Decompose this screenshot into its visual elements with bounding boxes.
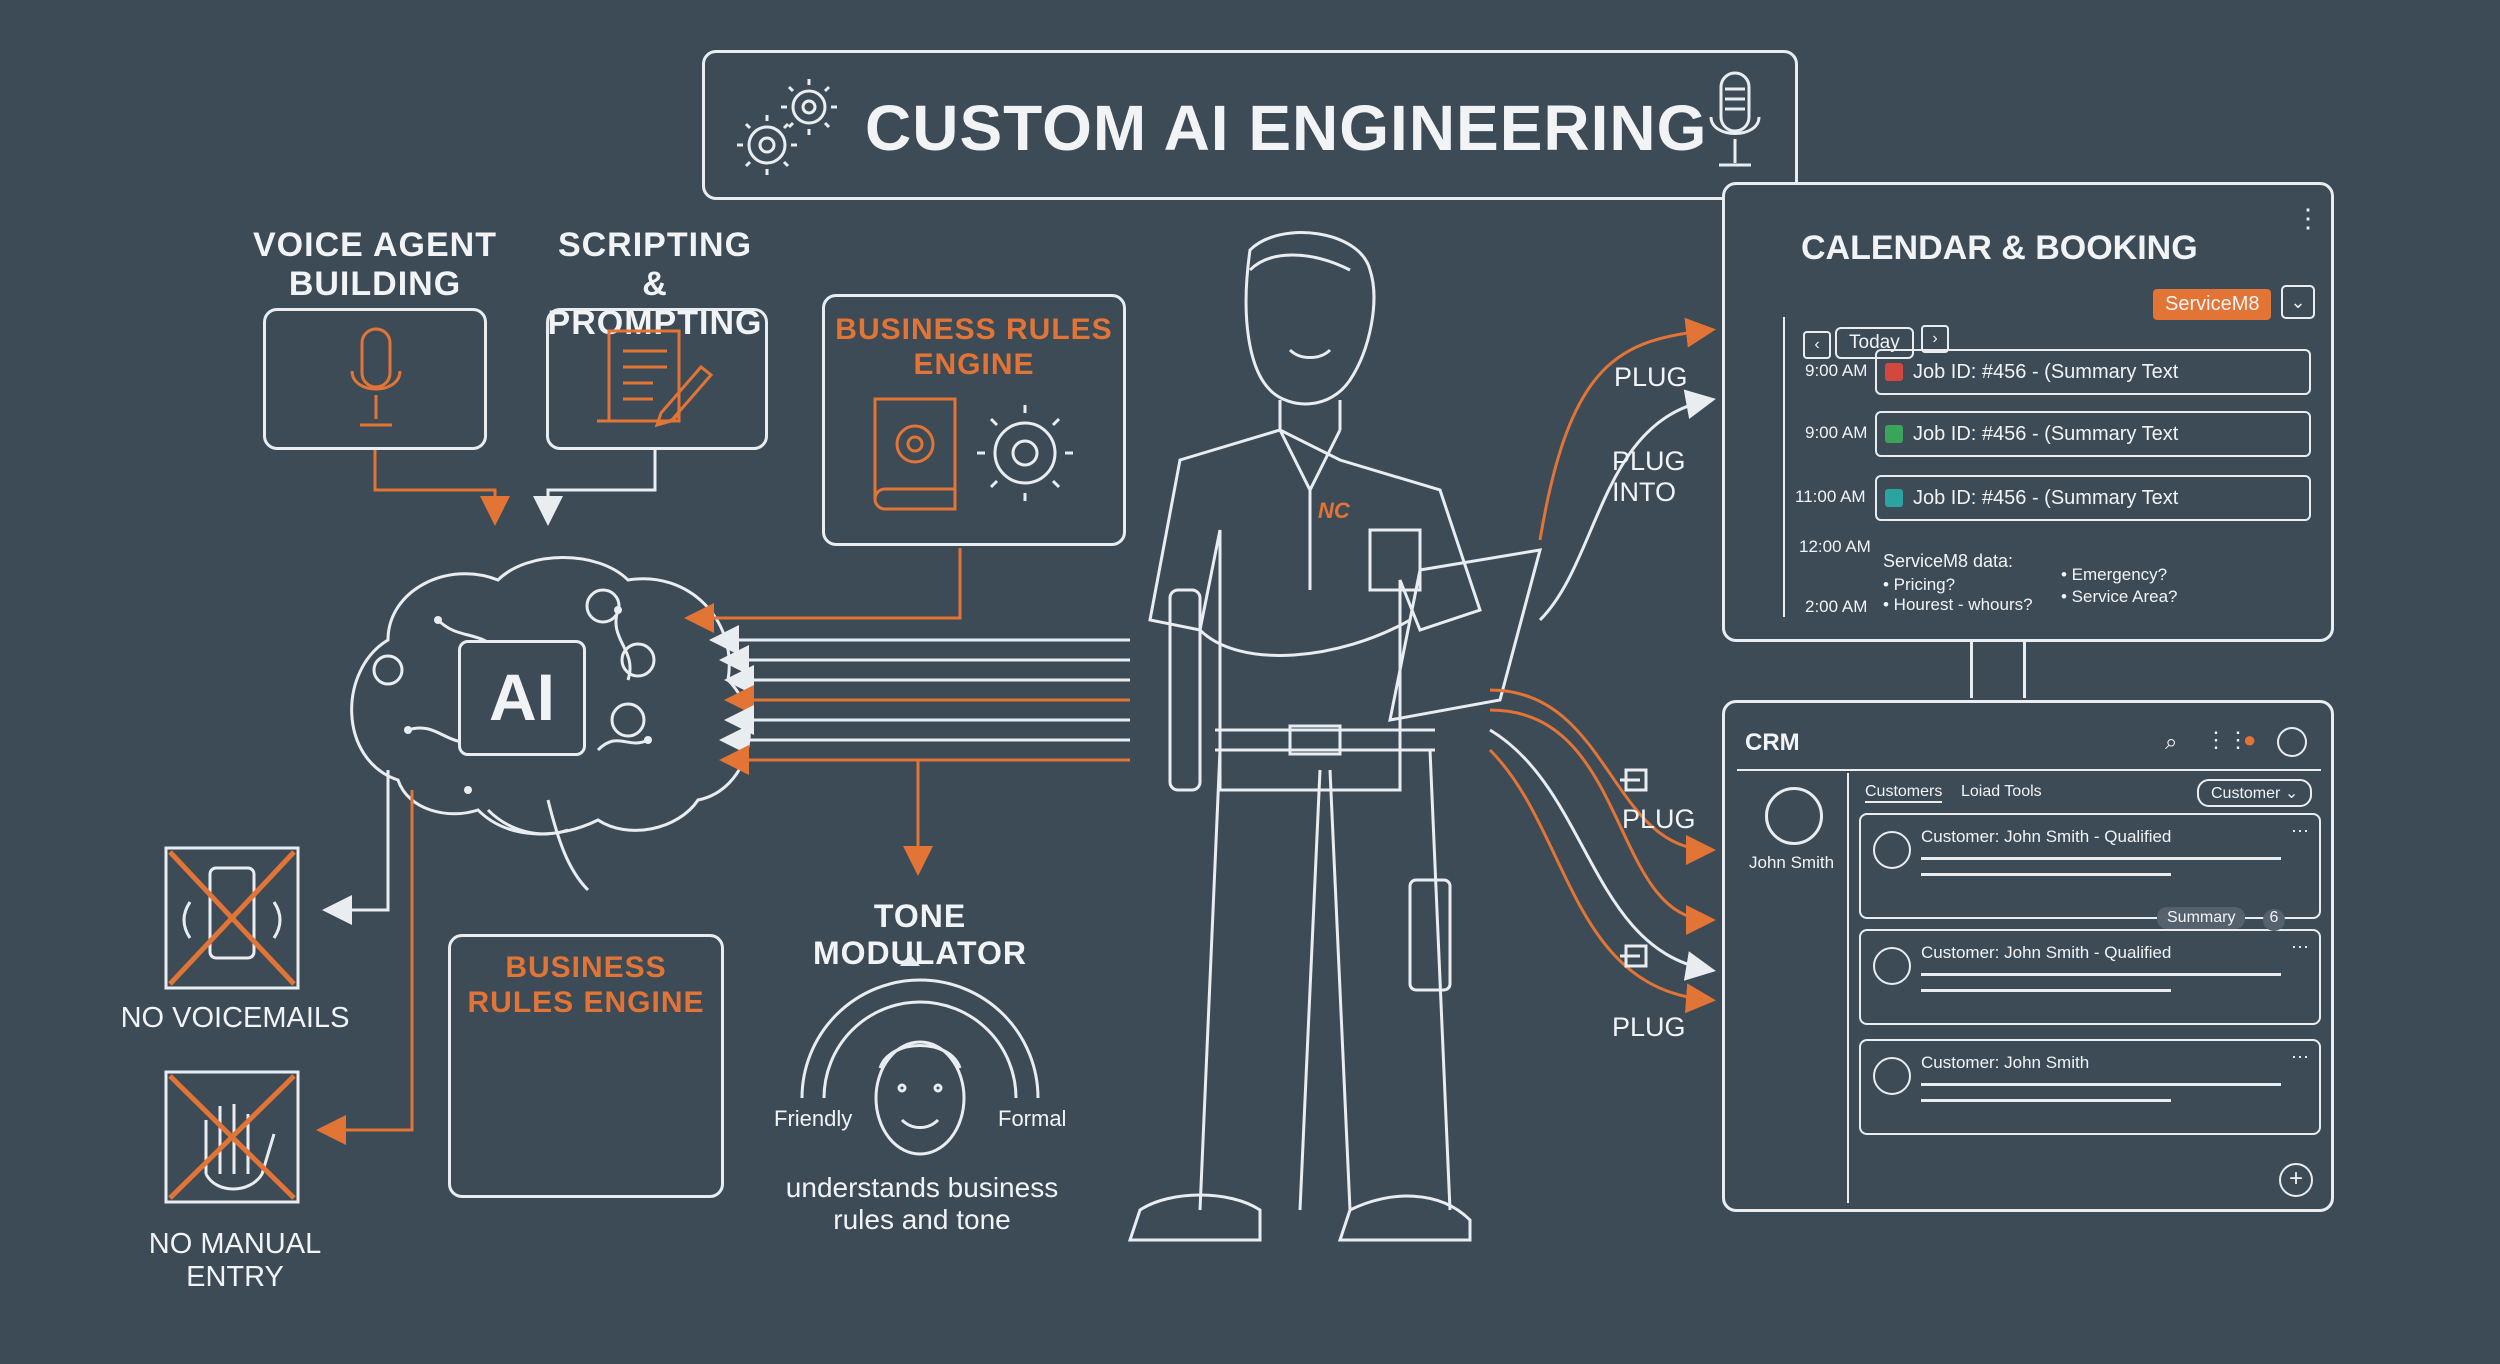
customer-card-text: Customer: John Smith - Qualified <box>1921 943 2172 962</box>
job-status-icon <box>1885 363 1903 381</box>
business-rules-label: BUSINESS RULES ENGINE <box>835 313 1113 381</box>
crm-tab-customers[interactable]: Customers <box>1865 783 1943 803</box>
time-label: 9:00 AM <box>1805 361 1868 380</box>
customer-card[interactable]: Customer: John Smith ⋯ <box>1859 1039 2321 1135</box>
customer-card[interactable]: Customer: John Smith - Qualified ⋯ <box>1859 813 2321 919</box>
customer-card-text: Customer: John Smith <box>1921 1053 2090 1072</box>
tone-friendly-label: Friendly <box>774 1106 853 1131</box>
no-manual-entry-label: NO MANUAL ENTRY <box>148 1228 322 1293</box>
summary-button[interactable]: Summary <box>2157 907 2246 929</box>
card-menu-icon[interactable]: ⋯ <box>2291 1047 2309 1067</box>
add-button[interactable]: + <box>2279 1163 2313 1197</box>
script-pen-icon <box>597 329 714 428</box>
plug-label-3: PLUG <box>1622 804 1696 834</box>
placeholder-line <box>1921 857 2281 860</box>
time-label: 12:00 AM <box>1799 537 1871 556</box>
engineer-figure <box>1127 231 1543 1242</box>
customer-avatar-icon <box>1873 947 1911 985</box>
plug-label-4: PLUG <box>1612 1012 1686 1042</box>
customer-card[interactable]: Customer: John Smith - Qualified ⋯ <box>1859 929 2321 1025</box>
scripting-box <box>546 308 768 450</box>
data-item: • Hourest - whours? <box>1883 595 2033 614</box>
placeholder-line <box>1921 1099 2171 1102</box>
time-label: 11:00 AM <box>1795 487 1866 506</box>
microphone-icon <box>1709 71 1761 167</box>
gears-icon <box>737 79 837 175</box>
tone-caption: understands business rules and tone <box>785 1172 1059 1236</box>
today-button[interactable]: Today <box>1835 327 1914 359</box>
customer-avatar-icon <box>1873 831 1911 869</box>
plug-label-2: PLUG INTO <box>1612 446 1686 508</box>
data-item: • Service Area? <box>2061 587 2178 606</box>
time-label: 2:00 AM <box>1805 597 1868 616</box>
crm-title: CRM <box>1745 729 1800 756</box>
apps-grid-icon[interactable]: ⋮⋮ <box>2205 727 2249 752</box>
customer-dropdown[interactable]: Customer ⌄ <box>2197 779 2313 807</box>
page-title: CUSTOM AI ENGINEERING <box>865 92 1708 164</box>
job-status-icon <box>1885 425 1903 443</box>
title-box: CUSTOM AI ENGINEERING <box>702 50 1798 200</box>
plug-label-1: PLUG <box>1614 362 1688 392</box>
profile-name: John Smith <box>1749 853 1835 872</box>
time-label: 9:00 AM <box>1805 423 1868 442</box>
job-status-icon <box>1885 489 1903 507</box>
profile-avatar <box>1765 787 1823 845</box>
customer-avatar-icon <box>1873 1057 1911 1095</box>
business-rules-box-bottom: BUSINESS RULES ENGINE <box>448 934 724 1198</box>
placeholder-line <box>1921 873 2171 876</box>
summary-count: 6 <box>2263 909 2285 931</box>
tone-dial-face-icon <box>800 954 1040 1156</box>
servicem8-data-heading: ServiceM8 data: <box>1883 551 2014 571</box>
calendar-panel: CALENDAR & BOOKING ⋮ ServiceM8 ⌄ ‹ Today… <box>1722 182 2334 642</box>
nc-badge: NC <box>1318 498 1350 523</box>
user-avatar-icon[interactable] <box>2277 727 2307 757</box>
card-menu-icon[interactable]: ⋯ <box>2291 937 2309 957</box>
prev-button[interactable]: ‹ <box>1803 331 1831 359</box>
placeholder-line <box>1921 1083 2281 1086</box>
job-row[interactable]: Job ID: #456 - (Summary Text <box>1875 349 2311 395</box>
search-icon[interactable]: ⌕ <box>2165 729 2178 754</box>
customer-card-text: Customer: John Smith - Qualified <box>1921 827 2172 846</box>
card-menu-icon[interactable]: ⋯ <box>2291 821 2309 841</box>
rulebook-gear-icon <box>873 397 1073 511</box>
customer-dropdown-label: Customer <box>2211 785 2281 802</box>
job-row[interactable]: Job ID: #456 - (Summary Text <box>1875 411 2311 457</box>
crm-sidebar <box>1737 773 1849 1203</box>
calendar-title: CALENDAR & BOOKING <box>1801 229 2198 267</box>
crm-tab-tools[interactable]: Loiad Tools <box>1961 783 2042 800</box>
next-button[interactable]: › <box>1921 325 1949 353</box>
ai-chip-label: AI <box>489 660 555 734</box>
voice-agent-label: VOICE AGENT BUILDING <box>253 226 497 304</box>
calendar-menu-icon[interactable]: ⋮ <box>2295 203 2321 233</box>
calendar-sidebar <box>1735 317 1785 617</box>
tone-formal-label: Formal <box>998 1106 1067 1131</box>
business-rules-label: BUSINESS RULES ENGINE <box>467 951 705 1019</box>
job-row[interactable]: Job ID: #456 - (Summary Text <box>1875 475 2311 521</box>
panel-connector <box>1970 642 2026 698</box>
crm-divider <box>1737 769 2321 771</box>
placeholder-line <box>1921 989 2171 992</box>
servicem8-tag[interactable]: ServiceM8 <box>2153 289 2272 320</box>
placeholder-line <box>1921 973 2281 976</box>
business-rules-box-top: BUSINESS RULES ENGINE <box>822 294 1126 546</box>
job-row-text: Job ID: #456 - (Summary Text <box>1913 487 2179 509</box>
phone-crossed-icon <box>164 846 300 990</box>
microphone-icon <box>350 327 402 427</box>
ai-chip: AI <box>458 640 586 756</box>
hand-crossed-icon <box>164 1070 300 1204</box>
job-row-text: Job ID: #456 - (Summary Text <box>1913 361 2179 383</box>
tag-dropdown-icon[interactable]: ⌄ <box>2281 285 2315 319</box>
no-voicemails-label: NO VOICEMAILS <box>120 1002 350 1034</box>
voice-agent-box <box>263 308 487 450</box>
data-item: • Emergency? <box>2061 565 2168 584</box>
job-row-text: Job ID: #456 - (Summary Text <box>1913 423 2179 445</box>
notification-bell-icon[interactable]: ● <box>2243 727 2257 752</box>
data-item: • Pricing? <box>1883 575 1956 594</box>
crm-panel: CRM ⌕ ⋮⋮ ● John Smith Customers Loiad To… <box>1722 700 2334 1212</box>
chevron-down-icon: ⌄ <box>2284 785 2299 802</box>
tone-modulator-title: TONE MODULATOR <box>812 898 1027 971</box>
